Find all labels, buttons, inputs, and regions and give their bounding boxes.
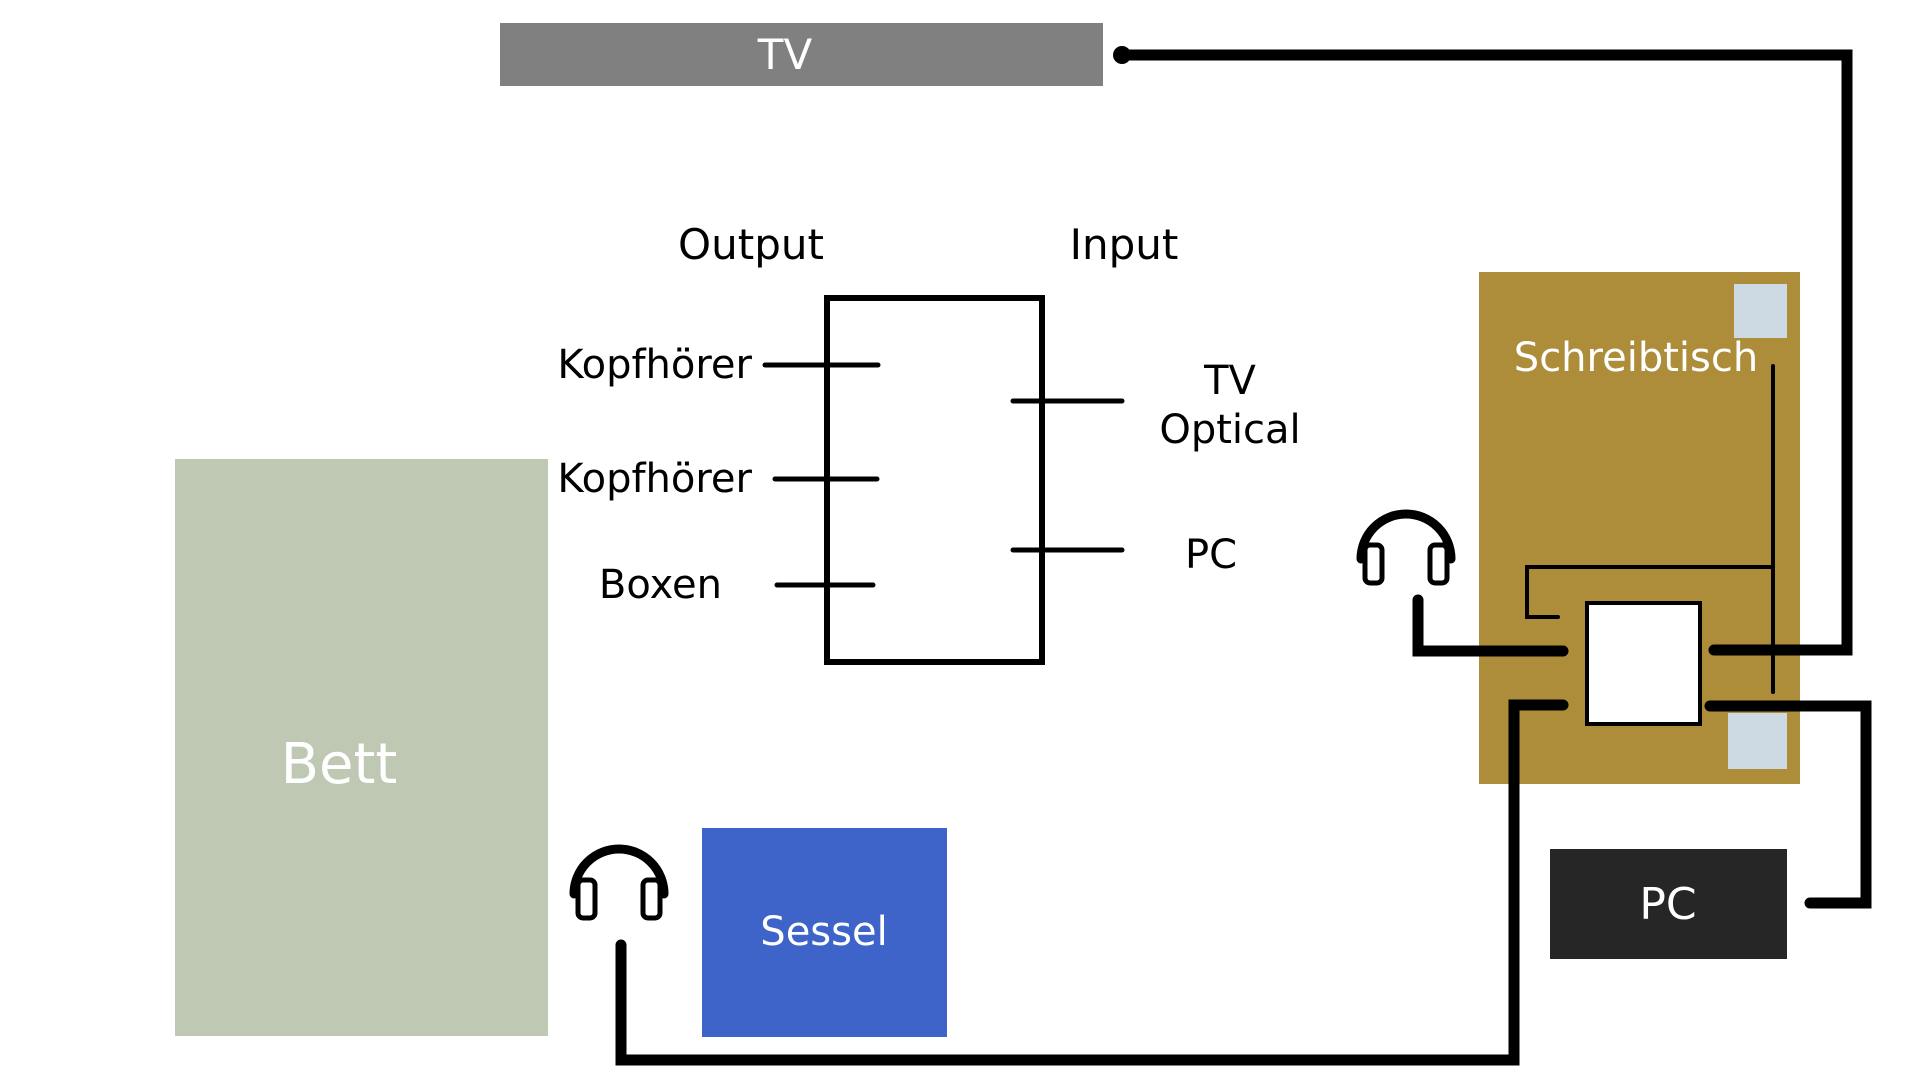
port-label-boxen: Boxen — [598, 562, 722, 608]
port-label-tv-line2: Optical — [1159, 407, 1301, 453]
port-label-kopfhoerer-2: Kopfhörer — [557, 456, 752, 502]
port-label-tv-line1: TV — [1204, 358, 1256, 405]
headphones-icon — [1356, 509, 1456, 586]
input-header: Input — [1069, 220, 1179, 269]
audio-switch-device-box — [1585, 601, 1702, 726]
port-label-tv-optical: TV Optical — [1159, 357, 1300, 455]
earcup-right — [640, 877, 663, 921]
earcup-right — [1427, 542, 1450, 586]
armchair-label: Sessel — [760, 909, 888, 955]
headphones-icon — [569, 844, 669, 921]
output-header: Output — [678, 220, 824, 269]
headband-arc — [1356, 509, 1456, 564]
port-label-pc: PC — [1184, 532, 1238, 578]
pc-label: PC — [1639, 879, 1697, 930]
earcup-left — [575, 877, 598, 921]
desk-label: Schreibtisch — [1513, 335, 1759, 381]
cable-endpoint-dot-tv — [1113, 46, 1131, 64]
desk-corner-square-bottom — [1728, 713, 1787, 769]
bed-label: Bett — [280, 732, 398, 797]
tv-rect — [500, 23, 1103, 86]
switch-schematic-outline — [824, 295, 1045, 665]
port-label-kopfhoerer-1: Kopfhörer — [557, 342, 752, 388]
bed-rect — [175, 459, 548, 1036]
desk-corner-square-top — [1734, 284, 1787, 338]
earcup-left — [1362, 542, 1385, 586]
tv-label: TV — [757, 30, 813, 79]
headband-arc — [569, 844, 669, 899]
